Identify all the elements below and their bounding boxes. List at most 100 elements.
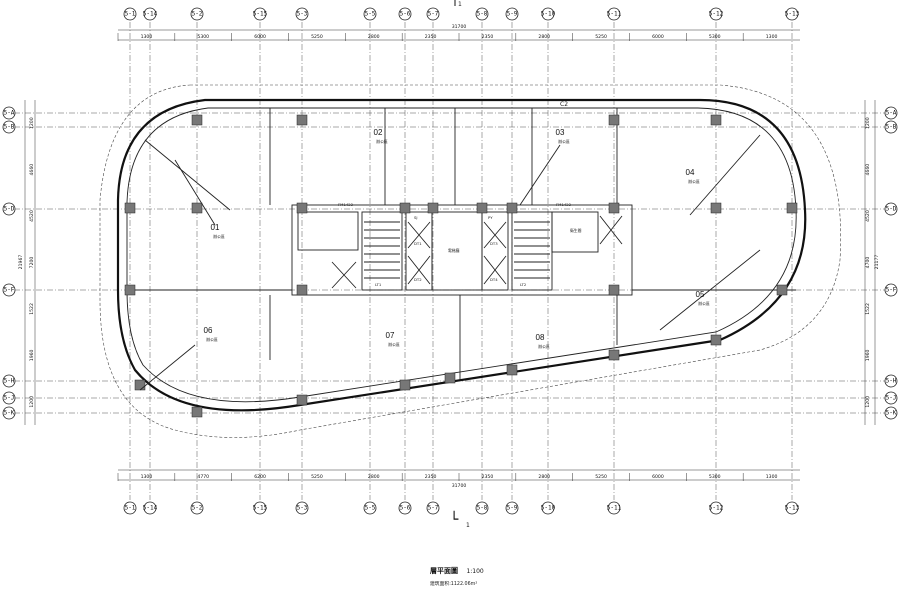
axis-bubble-top-5-14: 5-14 xyxy=(143,7,158,21)
column xyxy=(296,394,308,406)
svg-text:5-11: 5-11 xyxy=(607,505,622,512)
top-tag-label: C2 xyxy=(560,101,568,108)
building-outer-wall xyxy=(116,98,807,412)
axis-bubble-bottom-5-15: 5-15 xyxy=(253,501,268,515)
section-cut-top-label: 1 xyxy=(458,1,462,8)
dimension-value: 1200 xyxy=(865,117,871,129)
svg-text:5-2: 5-2 xyxy=(192,11,203,18)
axis-bubble-bottom-5-1: 5-1 xyxy=(123,501,137,515)
drawing-area-note: 建筑面积:1122.06m² xyxy=(430,582,478,587)
top-total-dimension: 31700 xyxy=(452,24,467,30)
axis-bubble-right-5-D: 5-D xyxy=(884,202,898,216)
shaft-2-label: SJ xyxy=(414,215,418,220)
svg-text:辦公區: 辦公區 xyxy=(213,234,225,239)
column xyxy=(776,284,788,296)
column xyxy=(506,202,518,214)
svg-text:5-11: 5-11 xyxy=(607,11,622,18)
axis-bubble-top-5-11: 5-11 xyxy=(607,7,622,21)
column xyxy=(296,202,308,214)
axis-bubble-top-5-5: 5-5 xyxy=(363,7,377,21)
section-cut-mark: └ xyxy=(450,512,459,528)
column xyxy=(608,349,620,361)
column xyxy=(710,202,722,214)
dimension-value: 2350 xyxy=(425,474,437,480)
axis-bubble-right-5-F: 5-F xyxy=(884,283,898,297)
title-block: 層平面圖 1:100 建筑面积:1122.06m² xyxy=(430,560,550,587)
axis-bubble-bottom-5-9: 5-9 xyxy=(505,501,519,515)
svg-text:5-13: 5-13 xyxy=(785,11,800,18)
svg-text:5-15: 5-15 xyxy=(253,11,268,18)
axis-bubble-bottom-5-13: 5-13 xyxy=(785,501,800,515)
axis-bubble-left-5-D: 5-D xyxy=(2,202,16,216)
dimension-value: 4770 xyxy=(197,474,209,480)
svg-text:5-J: 5-J xyxy=(4,395,15,402)
dimension-value: 1960 xyxy=(865,349,871,361)
lift-3-label: DT3 xyxy=(490,241,498,246)
axis-bubble-bottom-5-14: 5-14 xyxy=(143,501,158,515)
svg-text:5-3: 5-3 xyxy=(297,11,308,18)
dimension-value: 1200 xyxy=(29,396,35,408)
svg-text:5-B: 5-B xyxy=(886,124,897,131)
column xyxy=(296,114,308,126)
vertical-axis-lines xyxy=(129,22,793,500)
dimension-value: 4700 xyxy=(865,257,871,269)
dimension-value: 6000 xyxy=(254,34,266,40)
shaft-1-label: PY xyxy=(488,215,493,220)
svg-text:07: 07 xyxy=(386,331,395,340)
dimension-value: 1300 xyxy=(141,34,153,40)
axis-bubble-bottom-5-10: 5-10 xyxy=(541,501,556,515)
axis-bubble-right-5-J: 5-J xyxy=(884,391,898,405)
column xyxy=(191,202,203,214)
dimension-value: 2350 xyxy=(482,34,494,40)
svg-text:5-5: 5-5 xyxy=(365,505,376,512)
axis-bubble-bottom-5-6: 5-6 xyxy=(398,501,412,515)
axis-bubble-left-5-F: 5-F xyxy=(2,283,16,297)
axis-bubble-right-5-A: 5-A xyxy=(884,106,898,120)
dimension-value: 5250 xyxy=(595,34,607,40)
column xyxy=(608,284,620,296)
svg-text:5-J: 5-J xyxy=(886,395,897,402)
dimension-value: 1200 xyxy=(29,117,35,129)
svg-text:辦公區: 辦公區 xyxy=(558,139,570,144)
dimension-value: 2800 xyxy=(538,34,550,40)
room-06: 06 辦公區 xyxy=(204,326,218,342)
svg-text:5-6: 5-6 xyxy=(400,11,411,18)
svg-text:辦公區: 辦公區 xyxy=(698,301,710,306)
dimension-value: 5300 xyxy=(197,34,209,40)
fire-door-right-label: FM1422 xyxy=(556,202,572,207)
axis-bubble-left-5-B: 5-B xyxy=(2,120,16,134)
svg-text:辦公區: 辦公區 xyxy=(388,342,400,347)
lift-1-label: DT1 xyxy=(414,241,422,246)
building-inner-wall xyxy=(126,107,797,403)
axis-bubble-bottom-5-7: 5-7 xyxy=(426,501,440,515)
dimension-value: 2350 xyxy=(482,474,494,480)
svg-text:5-1: 5-1 xyxy=(125,11,136,18)
axis-bubble-top-5-15: 5-15 xyxy=(253,7,268,21)
axis-bubble-left-5-J: 5-J xyxy=(2,391,16,405)
svg-text:06: 06 xyxy=(204,326,213,335)
svg-text:5-A: 5-A xyxy=(4,110,15,117)
svg-text:5-10: 5-10 xyxy=(541,11,556,18)
axis-bubble-bottom-5-2: 5-2 xyxy=(190,501,204,515)
axis-bubble-left-5-H: 5-H xyxy=(2,374,16,388)
dimension-value: 2800 xyxy=(538,474,550,480)
dimension-lines xyxy=(24,29,876,481)
svg-text:5-8: 5-8 xyxy=(477,505,488,512)
column xyxy=(427,202,439,214)
svg-text:5-F: 5-F xyxy=(4,287,15,294)
core-labels: LT1 LT2 DT1 DT2 DT3 DT4 電梯廳 PY SJ FM1422… xyxy=(338,101,582,287)
svg-text:辦公區: 辦公區 xyxy=(206,337,218,342)
room-07: 07 辦公區 xyxy=(386,331,400,347)
dimension-value: 5250 xyxy=(311,474,323,480)
wc-label: 衛生間 xyxy=(570,228,582,233)
svg-text:5-K: 5-K xyxy=(4,410,15,417)
svg-text:5-K: 5-K xyxy=(886,410,897,417)
column xyxy=(786,202,798,214)
